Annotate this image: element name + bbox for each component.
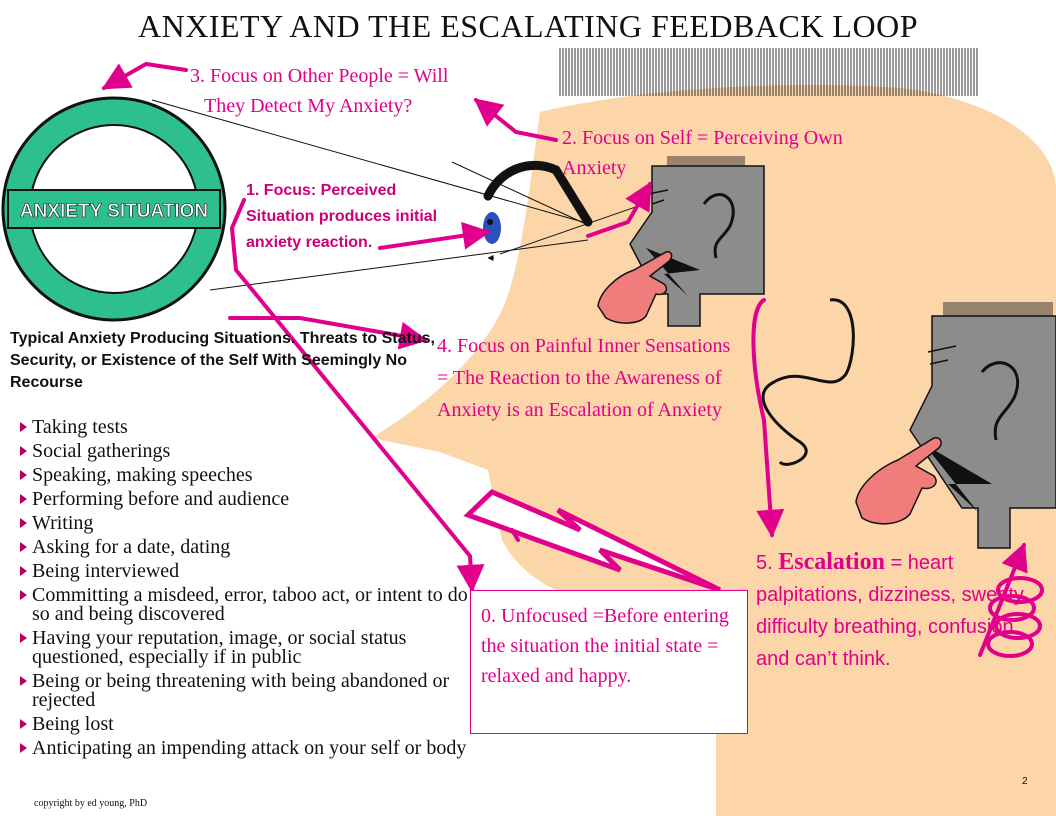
bullet-icon	[20, 566, 27, 576]
situation-text: Social gatherings	[32, 440, 171, 462]
situation-item: Having your reputation, image, or social…	[20, 627, 490, 668]
bullet-icon	[20, 422, 27, 432]
situation-item: Taking tests	[20, 416, 490, 438]
bullet-icon	[20, 542, 27, 552]
bullet-icon	[20, 494, 27, 504]
situation-text: Speaking, making speeches	[32, 464, 253, 486]
focus-4-line1: 4. Focus on Painful Inner Sensations	[437, 335, 731, 357]
svg-text:4. Focus on Painful Inner Sens: 4. Focus on Painful Inner Sensations = T…	[437, 335, 735, 421]
escalated-head-icon	[855, 302, 1056, 549]
eye-icon	[483, 212, 501, 244]
bullet-icon	[20, 633, 27, 643]
situation-text: Anticipating an impending attack on your…	[32, 737, 467, 759]
bullet-icon	[20, 743, 27, 753]
situation-text: Performing before and audience	[32, 488, 290, 510]
lightning-bolt-icon	[463, 489, 722, 593]
hand-icon	[597, 250, 673, 324]
situation-text: Having your reputation, image, or social…	[32, 627, 407, 668]
eyebrow-icon	[483, 160, 593, 227]
hair-icon	[559, 48, 978, 96]
pupil-icon	[487, 219, 493, 225]
focus-2-line2: Anxiety	[562, 157, 626, 179]
situation-text: Being or being threatening with being ab…	[32, 670, 450, 711]
situation-text: Writing	[32, 512, 94, 534]
focus-5-bold: Escalation	[778, 549, 885, 575]
focus-2-line1: 2. Focus on Self = Perceiving Own	[562, 127, 843, 149]
situation-item: Being lost	[20, 713, 490, 735]
focus-1-label: 1. Focus: Perceived Situation produces i…	[246, 182, 438, 251]
coil-icon	[986, 576, 1044, 658]
svg-text:3. Focus on Other People = Wil: 3. Focus on Other People = Will They Det…	[190, 65, 453, 117]
situation-item: Writing	[20, 512, 490, 534]
hand-icon-2	[855, 437, 942, 525]
situation-item: Social gatherings	[20, 440, 490, 462]
situation-item: Committing a misdeed, error, taboo act, …	[20, 584, 490, 625]
bullet-icon	[20, 676, 27, 686]
situation-text: Taking tests	[32, 416, 128, 438]
situation-text: Being lost	[32, 713, 114, 735]
head-silhouette	[372, 85, 1056, 816]
focus-0-box: 0. Unfocused =Before entering the situat…	[470, 590, 748, 734]
copyright: copyright by ed young, PhD	[34, 798, 148, 809]
situation-item: Speaking, making speeches	[20, 464, 490, 486]
bullet-icon	[20, 719, 27, 729]
bullet-icon	[20, 518, 27, 528]
typical-situations-heading: Typical Anxiety Producing Situations. Th…	[10, 330, 435, 391]
focus-5-rest: = heart palpitations, dizziness, sweaty,…	[756, 552, 1028, 670]
focus-5-label: 5. Escalation = heart palpitations, dizz…	[756, 546, 1036, 675]
situation-item: Performing before and audience	[20, 488, 490, 510]
focus-3-line1: 3. Focus on Other People = Will	[190, 65, 449, 87]
bullet-icon	[20, 446, 27, 456]
page-number: 2	[1022, 776, 1028, 787]
situation-text: Committing a misdeed, error, taboo act, …	[32, 584, 468, 625]
page-title: ANXIETY AND THE ESCALATING FEEDBACK LOOP	[138, 8, 918, 44]
bullet-icon	[20, 590, 27, 600]
situation-item: Being or being threatening with being ab…	[20, 670, 490, 711]
anxiety-situation-sign: ANXIETY SITUATION	[1, 96, 227, 322]
situation-text: Asking for a date, dating	[32, 536, 231, 558]
svg-text:2. Focus on Self = Perceiving: 2. Focus on Self = Perceiving Own Anxiet…	[562, 127, 848, 179]
bullet-icon	[20, 470, 27, 480]
situation-item: Asking for a date, dating	[20, 536, 490, 558]
situation-text: Being interviewed	[32, 560, 180, 582]
situation-item: Being interviewed	[20, 560, 490, 582]
focus-4-line2: = The Reaction to the Awareness of	[437, 367, 722, 389]
situation-item: Anticipating an impending attack on your…	[20, 737, 490, 759]
focus-4-line3: Anxiety is an Escalation of Anxiety	[437, 399, 722, 421]
focus-3-line2: They Detect My Anxiety?	[204, 95, 412, 117]
anxious-head-icon	[597, 156, 765, 327]
squiggle-line	[761, 298, 855, 466]
focus-5-prefix: 5.	[756, 552, 779, 574]
sign-text: ANXIETY SITUATION	[20, 201, 208, 222]
